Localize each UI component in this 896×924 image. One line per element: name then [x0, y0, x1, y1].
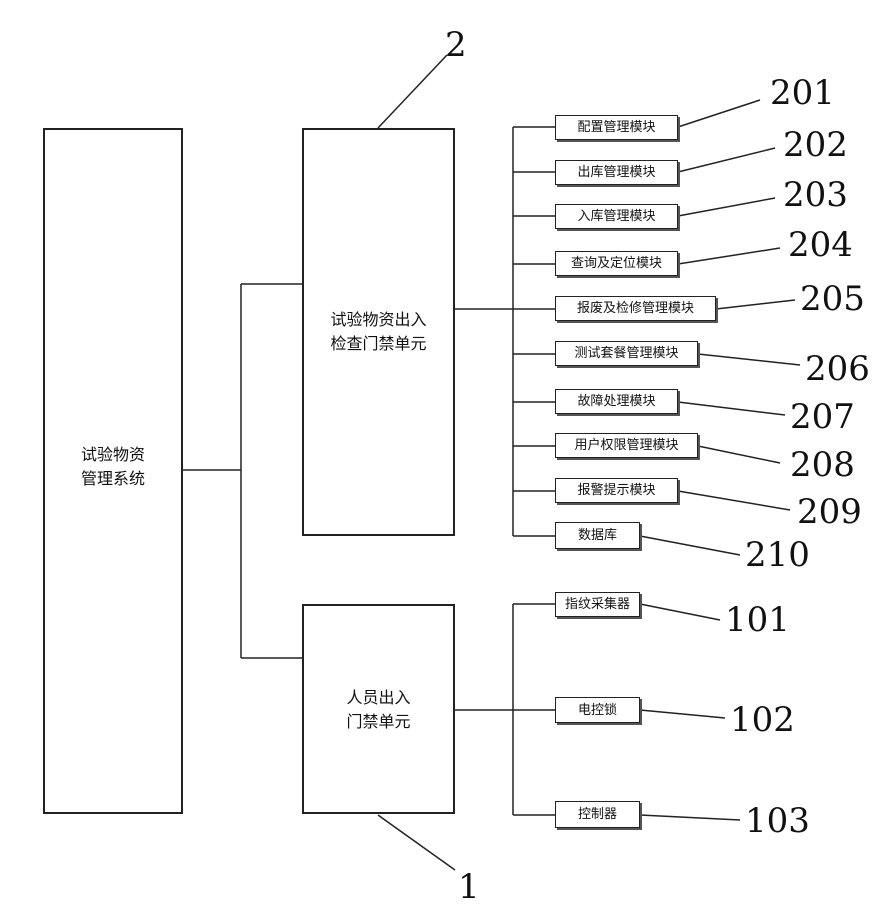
material-unit-label-line2: 检查门禁单元	[304, 332, 453, 356]
device-controller: 控制器	[555, 801, 640, 828]
module-inbound-management: 入库管理模块	[555, 204, 678, 229]
material-unit-box: 试验物资出入 检查门禁单元	[302, 128, 455, 536]
module-ref-201: 201	[770, 76, 835, 110]
material-unit-ref: 2	[445, 28, 467, 62]
personnel-unit-label-line1: 人员出入	[304, 686, 453, 710]
module-label: 故障处理模块	[577, 395, 655, 408]
device-fingerprint-collector: 指纹采集器	[555, 592, 640, 617]
module-config-management: 配置管理模块	[555, 115, 678, 140]
personnel-unit-box: 人员出入 门禁单元	[302, 604, 455, 814]
module-label: 用户权限管理模块	[574, 439, 678, 452]
system-label-line1: 试验物资	[45, 443, 181, 467]
module-query-locate: 查询及定位模块	[555, 251, 678, 276]
module-ref-205: 205	[800, 282, 865, 316]
module-ref-207: 207	[790, 400, 855, 434]
device-label: 指纹采集器	[565, 598, 630, 611]
module-ref-210: 210	[745, 538, 810, 572]
module-fault-handling: 故障处理模块	[555, 389, 678, 414]
module-ref-204: 204	[788, 228, 853, 262]
device-ref-103: 103	[745, 804, 810, 838]
module-database: 数据库	[555, 522, 640, 549]
module-ref-206: 206	[805, 352, 870, 386]
module-label: 报废及检修管理模块	[577, 302, 694, 315]
module-label: 数据库	[578, 529, 617, 542]
material-unit-label-line1: 试验物资出入	[304, 308, 453, 332]
module-ref-202: 202	[783, 128, 848, 162]
personnel-unit-ref: 1	[458, 870, 480, 904]
personnel-unit-label-line2: 门禁单元	[304, 710, 453, 734]
system-label-line2: 管理系统	[45, 467, 181, 491]
module-user-permission-management: 用户权限管理模块	[555, 433, 698, 458]
module-outbound-management: 出库管理模块	[555, 160, 678, 185]
module-label: 查询及定位模块	[571, 257, 662, 270]
module-test-package-management: 测试套餐管理模块	[555, 341, 698, 366]
module-ref-203: 203	[783, 178, 848, 212]
module-label: 入库管理模块	[577, 210, 655, 223]
device-ref-101: 101	[725, 603, 790, 637]
module-alarm-prompt: 报警提示模块	[555, 478, 678, 503]
module-ref-208: 208	[790, 448, 855, 482]
device-label: 电控锁	[578, 704, 617, 717]
module-label: 报警提示模块	[577, 484, 655, 497]
device-label: 控制器	[578, 808, 617, 821]
device-electric-lock: 电控锁	[555, 697, 640, 723]
module-scrap-repair-management: 报废及检修管理模块	[555, 296, 716, 321]
module-label: 配置管理模块	[577, 121, 655, 134]
module-label: 测试套餐管理模块	[574, 347, 678, 360]
device-ref-102: 102	[730, 703, 795, 737]
system-box: 试验物资 管理系统	[43, 128, 183, 814]
module-label: 出库管理模块	[577, 166, 655, 179]
module-ref-209: 209	[797, 495, 862, 529]
